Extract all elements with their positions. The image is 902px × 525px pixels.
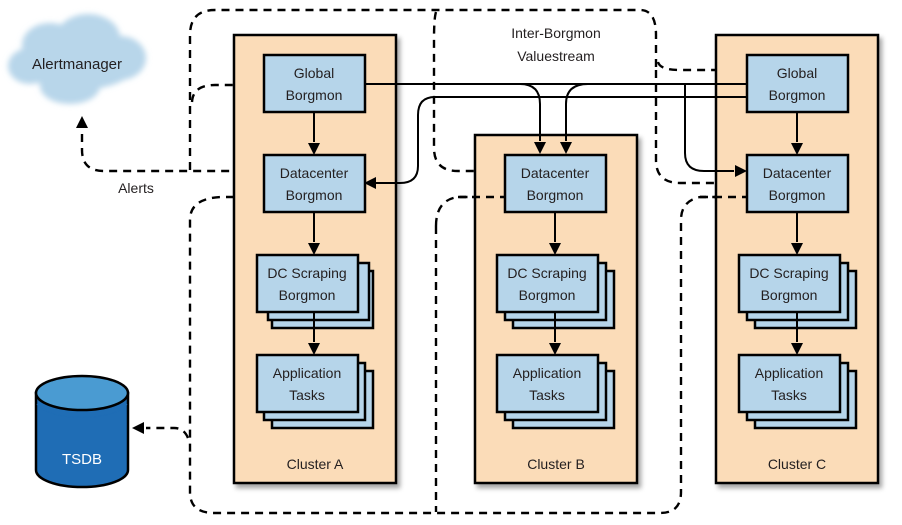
- node-label: Borgmon: [286, 187, 343, 203]
- node-label: Datacenter: [280, 165, 349, 181]
- tsdb-database: TSDB: [34, 374, 130, 489]
- tsdb-arrow: [146, 426, 190, 439]
- cluster-a-nodes: Global Borgmon Datacenter Borgmon DC Scr…: [255, 53, 375, 430]
- node-label: Tasks: [529, 387, 565, 403]
- node-label: Borgmon: [519, 287, 576, 303]
- node-label: DC Scraping: [507, 265, 586, 281]
- node-a-dc-scraping-borgmon[interactable]: [255, 253, 360, 314]
- valuestream-label-line1: Inter-Borgmon: [511, 25, 600, 41]
- database-icon: [34, 391, 130, 489]
- global-c-link: [656, 61, 747, 72]
- dc-scope-boundary-ab: [188, 195, 747, 515]
- flow-arrowhead: [791, 343, 803, 355]
- alerts-arrowhead: [76, 116, 88, 128]
- a-to-b-line: [519, 83, 541, 141]
- node-a-datacenter-borgmon[interactable]: [262, 153, 367, 214]
- node-label: Global: [294, 65, 334, 81]
- node-label: Application: [273, 365, 342, 381]
- global-scope-boundary: [188, 8, 658, 170]
- node-label: Application: [755, 365, 824, 381]
- flow-arrowhead: [791, 243, 803, 255]
- node-b-datacenter-borgmon[interactable]: [503, 153, 608, 214]
- cluster-c-label: Cluster C: [768, 456, 826, 472]
- alerts-label: Alerts: [118, 180, 154, 196]
- node-label: DC Scraping: [749, 265, 828, 281]
- a-to-b-arrowhead: [534, 142, 546, 154]
- alerts-arrow: [80, 134, 262, 173]
- cluster-b-label: Cluster B: [527, 456, 585, 472]
- node-label: Tasks: [289, 387, 325, 403]
- alertmanager-cloud: Alertmanager: [8, 14, 146, 104]
- cluster-a-label: Cluster A: [287, 456, 344, 472]
- alertmanager-label: Alertmanager: [32, 56, 122, 73]
- tsdb-arrowhead: [132, 422, 144, 434]
- node-label: Borgmon: [769, 87, 826, 103]
- dc-scope-b-top: [434, 195, 505, 227]
- a-to-c-arrowhead: [735, 165, 747, 177]
- flow-arrowhead: [549, 343, 561, 355]
- node-a-global-borgmon[interactable]: [262, 53, 367, 114]
- c-to-a-datacenter-line: [376, 96, 600, 184]
- flow-arrowhead: [308, 243, 320, 255]
- node-label: Borgmon: [527, 187, 584, 203]
- node-c-dc-scraping-borgmon[interactable]: [737, 253, 842, 314]
- node-label: Borgmon: [279, 287, 336, 303]
- valuestream-label-line2: Valuestream: [517, 48, 595, 64]
- global-a-link: [190, 83, 262, 103]
- node-b-dc-scraping-borgmon[interactable]: [495, 253, 600, 314]
- valuestream-boundary-right: [654, 70, 747, 185]
- flow-arrowhead: [549, 243, 561, 255]
- c-to-b-arrowhead: [560, 142, 572, 154]
- c-to-b-line: [565, 83, 589, 141]
- node-c-datacenter-borgmon[interactable]: [745, 153, 850, 214]
- flow-arrowhead: [308, 343, 320, 355]
- a-to-c-datacenter-line: [684, 84, 734, 172]
- node-label: Borgmon: [769, 187, 826, 203]
- flow-arrowhead: [308, 143, 320, 155]
- node-label: Application: [513, 365, 582, 381]
- cloud-icon: [8, 14, 146, 104]
- node-c-application-tasks[interactable]: [737, 353, 842, 414]
- cluster-c-nodes: Global Borgmon Datacenter Borgmon DC Scr…: [737, 53, 858, 430]
- flow-arrowhead: [791, 143, 803, 155]
- node-label: Datacenter: [521, 165, 590, 181]
- cluster-b-nodes: Datacenter Borgmon DC Scraping Borgmon A…: [495, 153, 616, 430]
- node-c-global-borgmon[interactable]: [745, 53, 850, 114]
- c-to-a-arrowhead: [364, 177, 376, 189]
- node-label: Datacenter: [763, 165, 832, 181]
- valuestream-boundary-left: [432, 11, 505, 173]
- node-label: Global: [777, 65, 817, 81]
- node-label: Borgmon: [761, 287, 818, 303]
- tsdb-label: TSDB: [62, 451, 102, 468]
- node-label: DC Scraping: [267, 265, 346, 281]
- node-label: Tasks: [771, 387, 807, 403]
- node-b-application-tasks[interactable]: [495, 353, 600, 414]
- node-label: Borgmon: [286, 87, 343, 103]
- node-a-application-tasks[interactable]: [255, 353, 360, 414]
